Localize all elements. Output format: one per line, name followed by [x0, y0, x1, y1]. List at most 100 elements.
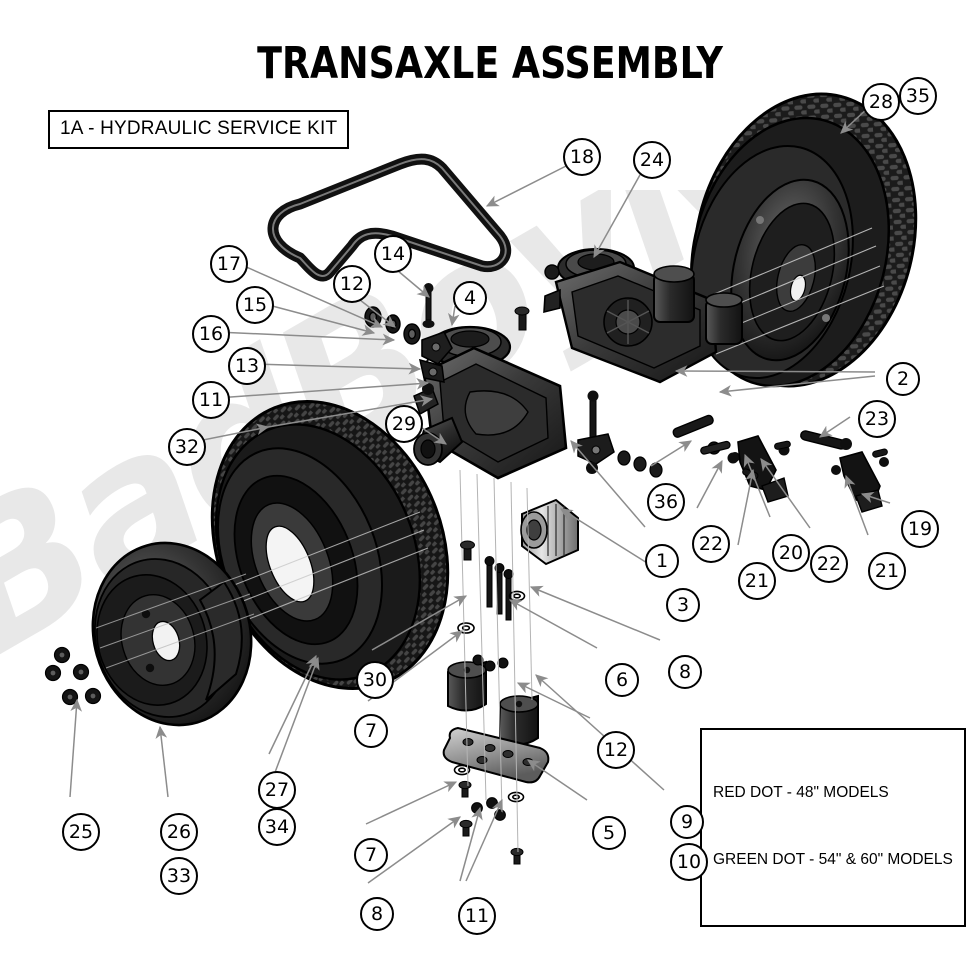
- callout-36[interactable]: 36: [647, 483, 685, 521]
- callout-26[interactable]: 26: [160, 813, 198, 851]
- leader-line: [234, 261, 384, 328]
- callout-number: 15: [242, 294, 268, 316]
- leader-line: [267, 395, 434, 428]
- leader-line: [527, 759, 588, 801]
- lug-nuts: [44, 646, 102, 706]
- callout-25[interactable]: 25: [62, 813, 100, 851]
- callout-35[interactable]: 35: [899, 77, 937, 115]
- callout-23[interactable]: 23: [858, 400, 896, 438]
- callout-3[interactable]: 3: [666, 588, 700, 622]
- leader-line: [844, 474, 869, 536]
- leader-line: [252, 362, 422, 375]
- callout-16[interactable]: 16: [192, 315, 230, 353]
- callout-4[interactable]: 4: [453, 281, 487, 315]
- callout-number: 5: [602, 822, 616, 844]
- callout-5[interactable]: 5: [592, 816, 626, 850]
- leader-line: [485, 162, 573, 207]
- callout-8[interactable]: 8: [668, 655, 702, 689]
- callout-number: 21: [874, 560, 900, 582]
- leader-line: [674, 365, 876, 377]
- callout-20[interactable]: 20: [772, 534, 810, 572]
- callout-number: 9: [680, 811, 694, 833]
- leader-line: [559, 508, 661, 572]
- hydraulic-service-kit-label: 1A - HYDRAULIC SERVICE KIT: [48, 110, 350, 150]
- leader-line: [155, 725, 169, 798]
- callout-number: 16: [198, 323, 224, 345]
- callout-number: 21: [744, 570, 770, 592]
- callout-28[interactable]: 28: [862, 83, 900, 121]
- callout-13[interactable]: 13: [228, 347, 266, 385]
- callout-1[interactable]: 1: [645, 544, 679, 578]
- callout-number: 28: [868, 91, 894, 113]
- leader-line: [508, 599, 598, 649]
- plunger-30: [460, 540, 475, 561]
- callout-34[interactable]: 34: [258, 808, 296, 846]
- callout-11[interactable]: 11: [458, 897, 496, 935]
- callout-21[interactable]: 21: [868, 552, 906, 590]
- callout-number: 7: [364, 844, 378, 866]
- leader-line: [570, 440, 646, 528]
- callout-6[interactable]: 6: [605, 663, 639, 697]
- callout-number: 13: [234, 355, 260, 377]
- callout-number: 11: [198, 389, 224, 411]
- callout-30[interactable]: 30: [356, 661, 394, 699]
- callout-24[interactable]: 24: [633, 141, 671, 179]
- callout-22[interactable]: 22: [692, 525, 730, 563]
- callout-number: 26: [166, 821, 192, 843]
- callout-10[interactable]: 10: [670, 843, 708, 881]
- callout-29[interactable]: 29: [385, 405, 423, 443]
- callout-number: 7: [364, 720, 378, 742]
- leader-line: [860, 491, 891, 504]
- callout-number: 32: [174, 436, 200, 458]
- callout-17[interactable]: 17: [210, 245, 248, 283]
- callout-11[interactable]: 11: [192, 381, 230, 419]
- callout-7[interactable]: 7: [354, 714, 388, 748]
- callout-number: 17: [216, 253, 242, 275]
- callout-15[interactable]: 15: [236, 286, 274, 324]
- right-axle-cylinders: [653, 265, 743, 345]
- leader-line: [535, 674, 665, 791]
- leader-line: [650, 440, 693, 467]
- callout-2[interactable]: 2: [886, 362, 920, 396]
- leader-line: [267, 656, 320, 792]
- callout-8[interactable]: 8: [360, 897, 394, 931]
- callout-21[interactable]: 21: [738, 562, 776, 600]
- leader-line: [367, 816, 461, 884]
- yoke-joint: [577, 390, 663, 478]
- right-transaxle: [543, 248, 743, 384]
- callout-27[interactable]: 27: [258, 771, 296, 809]
- page-title: TRANSAXLE ASSEMBLY: [257, 38, 723, 89]
- callout-number: 11: [464, 905, 490, 927]
- callout-7[interactable]: 7: [354, 838, 388, 872]
- callout-32[interactable]: 32: [168, 428, 206, 466]
- left-tire-assembly: [195, 400, 450, 690]
- callout-number: 19: [907, 518, 933, 540]
- leader-line: [529, 585, 661, 641]
- callout-9[interactable]: 9: [670, 805, 704, 839]
- leader-line: [743, 453, 771, 518]
- callout-18[interactable]: 18: [563, 138, 601, 176]
- wheel-rim: [44, 541, 255, 727]
- callout-12[interactable]: 12: [597, 731, 635, 769]
- callout-12[interactable]: 12: [333, 265, 371, 303]
- leader-line: [840, 107, 869, 134]
- callout-number: 10: [676, 851, 702, 873]
- callout-22[interactable]: 22: [810, 545, 848, 583]
- leader-line: [819, 416, 851, 438]
- leader-line: [365, 781, 458, 825]
- leader-line: [69, 698, 83, 798]
- callout-19[interactable]: 19: [901, 510, 939, 548]
- leader-line: [760, 458, 811, 529]
- callout-14[interactable]: 14: [374, 235, 412, 273]
- callout-number: 33: [166, 865, 192, 887]
- callout-number: 8: [370, 903, 384, 925]
- callout-number: 30: [362, 669, 388, 691]
- leader-line: [268, 654, 317, 755]
- callout-number: 3: [676, 594, 690, 616]
- callout-33[interactable]: 33: [160, 857, 198, 895]
- leader-line: [260, 302, 376, 336]
- callout-number: 22: [816, 553, 842, 575]
- callout-number: 27: [264, 779, 290, 801]
- leader-line: [737, 468, 757, 546]
